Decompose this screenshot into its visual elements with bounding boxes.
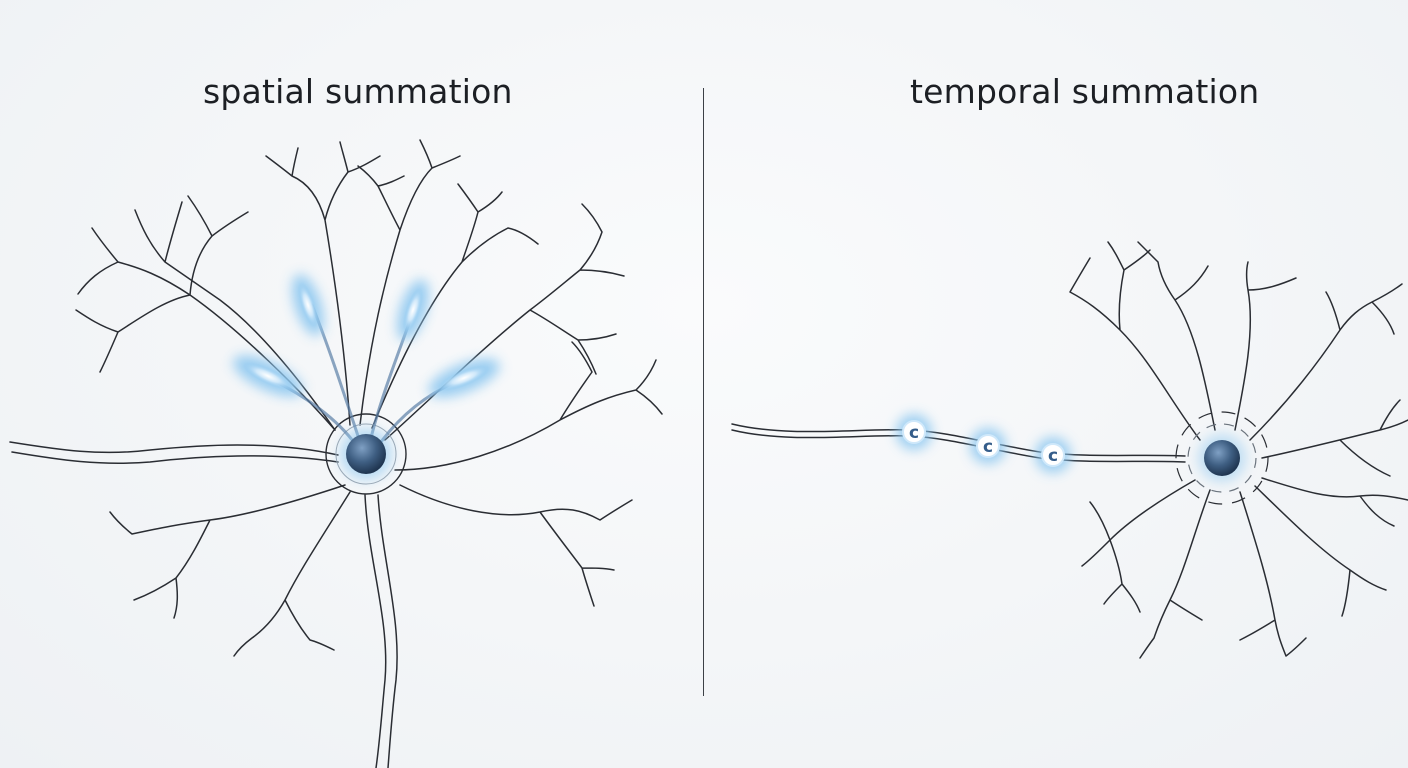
spatial-nucleus: [346, 434, 386, 474]
temporal-pulses: c c c: [896, 414, 1071, 473]
spatial-input-pulses: [233, 274, 500, 398]
pulse-glyph-1: c: [909, 423, 919, 443]
dendrite-lower-right: [399, 484, 633, 607]
spatial-neuron: [9, 139, 663, 768]
t-dendrite-up-2: [1137, 241, 1216, 431]
t-dendrite-low-mid: [1139, 489, 1211, 659]
dendrite-upper-right: [384, 203, 625, 441]
t-dendrite-up-right: [1249, 283, 1403, 441]
dendrite-top-2: [357, 139, 461, 426]
dendrite-lower-left: [109, 484, 346, 619]
t-dendrite-low-left: [1081, 479, 1196, 613]
input-pulse-3: [397, 279, 429, 341]
spatial-soma-outer-ring: [325, 413, 407, 495]
temporal-neuron: [731, 241, 1408, 659]
dendrite-upper-left: [75, 195, 336, 431]
dendrite-top-1: [265, 141, 381, 426]
dendrite-left-long: [9, 441, 339, 464]
t-dendrite-right-lower: [1261, 477, 1408, 527]
axon: [364, 494, 398, 768]
input-pulse-2: [292, 274, 324, 336]
dendrite-upper-left-2: [134, 201, 336, 431]
t-dendrite-low-right-2: [1254, 485, 1387, 617]
panel-divider: [703, 88, 704, 696]
input-pulse-4: [428, 358, 500, 398]
spatial-summation-title: spatial summation: [203, 72, 513, 111]
temporal-pulse-2: c: [970, 428, 1006, 464]
temporal-soma-rings: [1175, 411, 1269, 505]
temporal-pulse-3: c: [1035, 437, 1071, 473]
t-dendrite-low-right: [1239, 491, 1307, 657]
t-dendrite-right: [1261, 399, 1408, 477]
spatial-soma-inner-ring: [335, 423, 397, 485]
temporal-nucleus: [1204, 440, 1240, 476]
incoming-axon: [731, 423, 1186, 463]
pulse-glyph-3: c: [1048, 446, 1058, 466]
dendrite-right: [394, 341, 663, 471]
pulse-glyph-2: c: [983, 437, 993, 457]
dendrite-lower-mid: [233, 491, 351, 657]
temporal-pulse-1: c: [896, 414, 932, 450]
t-dendrite-up-1: [1069, 241, 1201, 441]
input-pulse-1: [233, 355, 303, 397]
temporal-summation-title: temporal summation: [910, 72, 1260, 111]
spatial-inputs: [266, 303, 462, 448]
dendrite-top-3: [371, 183, 539, 429]
t-dendrite-up-3: [1234, 261, 1297, 431]
